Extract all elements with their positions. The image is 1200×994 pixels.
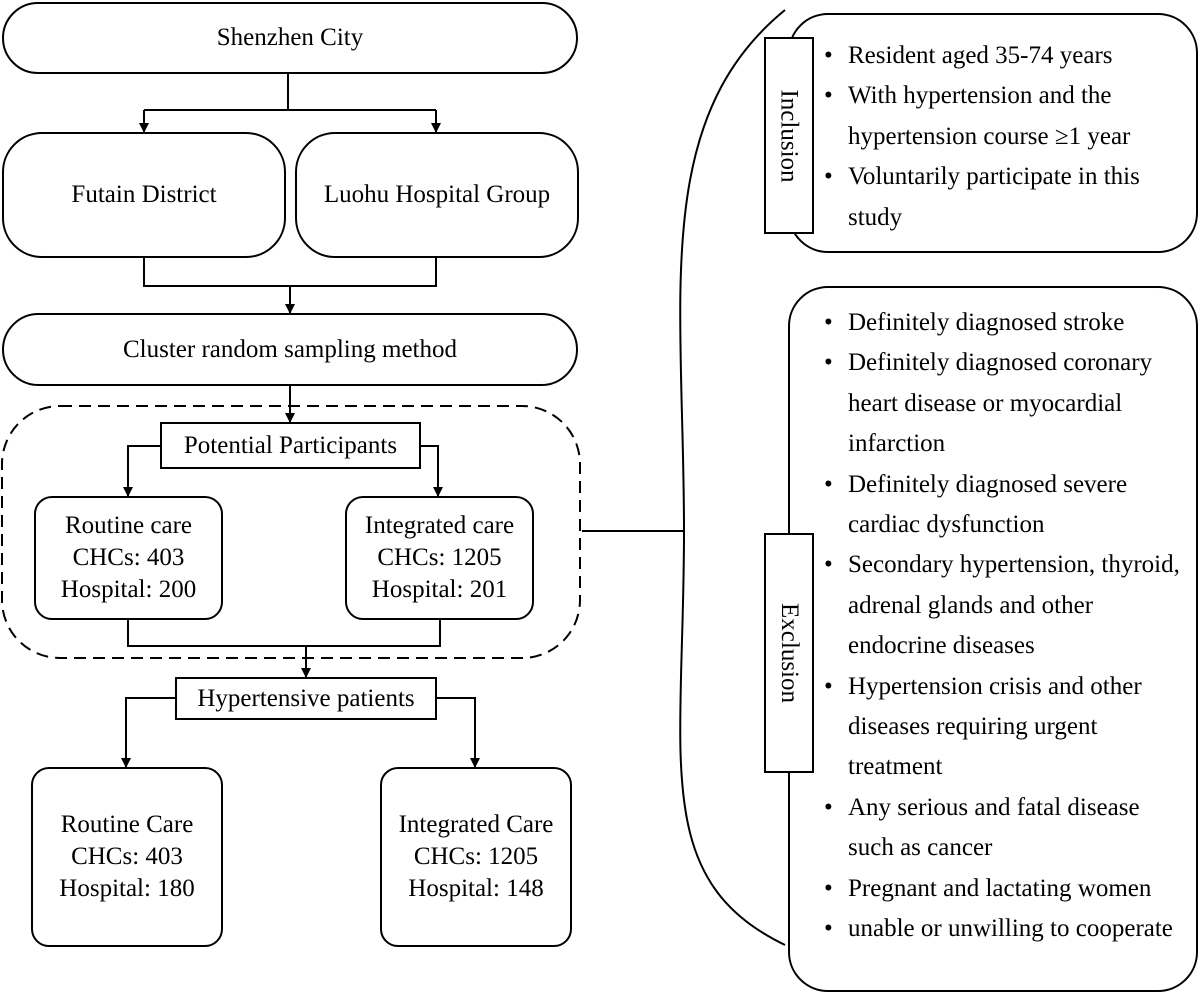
integrated-final-hospital: Hospital: 148 (408, 875, 544, 902)
exclusion-item: Pregnant and lactating women (814, 869, 1186, 910)
integrated-care-hospital: Hospital: 201 (371, 576, 508, 603)
exclusion-item: Definitely diagnosed stroke (814, 303, 1186, 344)
city-box: Shenzhen City (2, 2, 578, 74)
integrated-care-title: Integrated care (364, 512, 515, 539)
integrated-final-box: Integrated Care CHCs: 1205 Hospital: 148 (380, 767, 572, 947)
exclusion-item: Hypertension crisis and other diseases r… (814, 667, 1186, 788)
exclusion-item: Definitely diagnosed severe cardiac dysf… (814, 465, 1186, 546)
routine-care-title: Routine care (64, 512, 193, 539)
exclusion-item: Any serious and fatal disease such as ca… (814, 788, 1186, 869)
potential-participants-label: Potential Participants (183, 431, 398, 459)
exclusion-list: Definitely diagnosed stroke Definitely d… (814, 303, 1186, 950)
potential-participants-box: Potential Participants (160, 422, 421, 469)
exclusion-tag-label: Exclusion (776, 603, 803, 703)
arrow-to-integrated-care (421, 445, 443, 497)
arrow-to-integrated-final (437, 697, 480, 768)
routine-care-chcs: CHCs: 403 (72, 544, 185, 571)
connector-districts-join (143, 258, 437, 287)
routine-final-box: Routine Care CHCs: 403 Hospital: 180 (31, 767, 223, 947)
inclusion-item: Resident aged 35-74 years (814, 36, 1186, 77)
futain-district-label: Futain District (71, 181, 217, 208)
sampling-method-box: Cluster random sampling method (2, 313, 578, 386)
inclusion-list: Resident aged 35-74 years With hypertens… (814, 36, 1186, 238)
inclusion-item: Voluntarily participate in this study (814, 157, 1186, 238)
luohu-hospital-label: Luohu Hospital Group (323, 181, 551, 208)
routine-final-hospital: Hospital: 180 (59, 875, 195, 902)
futain-district-box: Futain District (2, 132, 286, 258)
integrated-final-chcs: CHCs: 1205 (413, 843, 539, 870)
hypertensive-patients-box: Hypertensive patients (175, 677, 437, 720)
criteria-brace (679, 9, 786, 946)
city-label: Shenzhen City (216, 24, 364, 51)
integrated-care-chcs: CHCs: 1205 (377, 544, 502, 571)
inclusion-tag-label: Inclusion (776, 88, 804, 183)
integrated-care-box: Integrated care CHCs: 1205 Hospital: 201 (345, 496, 534, 620)
routine-final-title: Routine Care (60, 811, 194, 838)
routine-care-hospital: Hospital: 200 (60, 576, 197, 603)
luohu-hospital-box: Luohu Hospital Group (295, 132, 579, 258)
exclusion-item: Secondary hypertension, thyroid, adrenal… (814, 545, 1186, 666)
participants-dashed-group (1, 405, 581, 659)
inclusion-tag: Inclusion (764, 37, 814, 234)
inclusion-item: With hypertension and the hypertension c… (814, 76, 1186, 157)
arrow-to-routine-care (123, 445, 160, 497)
routine-care-box: Routine care CHCs: 403 Hospital: 200 (34, 496, 223, 620)
exclusion-item: Definitely diagnosed coronary heart dise… (814, 343, 1186, 464)
integrated-final-title: Integrated Care (398, 811, 554, 838)
connector-care-join (127, 620, 441, 647)
exclusion-tag: Exclusion (764, 533, 814, 773)
exclusion-criteria-box: Definitely diagnosed stroke Definitely d… (788, 286, 1198, 992)
exclusion-item: unable or unwilling to cooperate (814, 909, 1186, 950)
inclusion-criteria-box: Resident aged 35-74 years With hypertens… (788, 13, 1198, 253)
sampling-method-label: Cluster random sampling method (123, 335, 457, 363)
arrow-to-routine-final (121, 697, 175, 768)
hypertensive-patients-label: Hypertensive patients (197, 684, 415, 712)
routine-final-chcs: CHCs: 403 (71, 843, 183, 870)
